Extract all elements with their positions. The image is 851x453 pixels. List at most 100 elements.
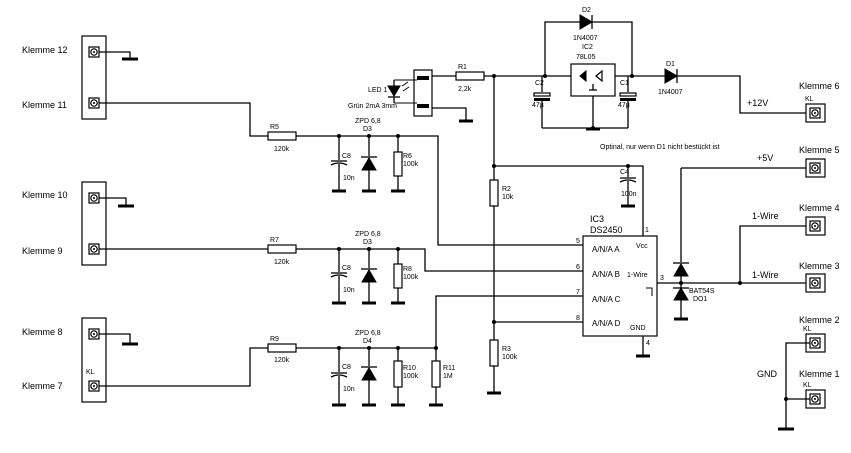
label-ic2-name: 78L05 — [576, 54, 596, 61]
net-label-5v: +5V — [757, 153, 773, 163]
resistor-r11 — [431, 360, 441, 388]
screw-terminal-11 — [88, 97, 100, 109]
label-c4-value: 100n — [621, 191, 637, 198]
ic3-pin-1: 1 — [645, 227, 649, 234]
ic3-pin-6: 6 — [576, 264, 580, 271]
label-klemme-2: Klemme 2 — [799, 315, 840, 325]
right-terminals — [778, 103, 826, 431]
label-c8-3: C8 — [342, 364, 351, 371]
ic3-pin-8: 8 — [576, 315, 580, 322]
ic3-pin-c: A/N/A C — [592, 295, 621, 304]
ic3-pin-7: 7 — [576, 289, 580, 296]
diode-d2 — [579, 14, 593, 30]
label-r3: R3 — [502, 346, 511, 353]
input-channel-c — [267, 295, 583, 407]
screw-terminal-5 — [809, 162, 821, 174]
ic3-pin-5: 5 — [576, 238, 580, 245]
label-r8-value: 100k — [403, 274, 419, 281]
led-indicator — [387, 69, 473, 123]
resistor-r9 — [267, 343, 297, 353]
label-d1: D1 — [666, 61, 675, 68]
screw-terminal-2 — [809, 337, 821, 349]
label-zpd-1: ZPD 6,8 — [355, 118, 381, 125]
label-kl-7: KL — [86, 369, 95, 376]
resistor-r1 — [455, 71, 485, 81]
label-d4-zener: D4 — [363, 338, 372, 345]
resistor-r2 — [489, 179, 499, 207]
label-r9: R9 — [270, 336, 279, 343]
label-klemme-3: Klemme 3 — [799, 261, 840, 271]
label-c4: C4 — [620, 169, 629, 176]
led-1 — [387, 85, 401, 97]
ic3-pin-vcc: Vcc — [636, 243, 648, 250]
label-r7: R7 — [270, 237, 279, 244]
terminal-block-9-10 — [81, 181, 268, 266]
schottky-upper — [673, 263, 689, 277]
diode-d1 — [664, 68, 678, 84]
label-zpd-2: ZPD 6,8 — [355, 231, 381, 238]
ic3-pin-d: A/N/A D — [592, 319, 621, 328]
label-klemme-12: Klemme 12 — [22, 45, 68, 55]
label-r11: R11 — [443, 365, 455, 372]
label-r10: R10 — [403, 365, 416, 372]
screw-terminal-10 — [88, 192, 100, 204]
label-r10-value: 100k — [403, 373, 419, 380]
label-c1-value: 47µ — [618, 102, 630, 109]
label-zpd-3: ZPD 6,8 — [355, 330, 381, 337]
label-klemme-8: Klemme 8 — [22, 327, 63, 337]
zener-diode-d3 — [361, 269, 377, 283]
input-channel-b — [267, 244, 583, 305]
screw-terminal-9 — [88, 243, 100, 255]
terminal-block-7-8 — [81, 317, 268, 403]
ic3-pin-1wire: 1-Wire — [627, 272, 648, 279]
label-d2-value: 1N4007 — [573, 35, 598, 42]
regulator-in-arrow — [579, 69, 587, 83]
label-r8: R8 — [403, 266, 412, 273]
label-r6-value: 100k — [403, 161, 419, 168]
resistor-r10 — [393, 360, 403, 388]
ic3-pin-gnd: GND — [630, 325, 646, 332]
zener-diode-d4 — [361, 367, 377, 381]
power-supply — [455, 14, 812, 131]
label-led-value: Grün 2mA 3mm — [348, 103, 397, 110]
screw-terminal-1 — [809, 393, 821, 405]
optional-note: Optinal, nur wenn D1 nicht bestückt ist — [600, 144, 720, 151]
label-kl-1: KL — [803, 382, 812, 389]
screw-terminal-7 — [88, 380, 100, 392]
label-do1-value: DO1 — [693, 296, 708, 303]
label-c8-2: C8 — [342, 265, 351, 272]
label-r2-value: 10k — [502, 194, 514, 201]
label-r2: R2 — [502, 186, 511, 193]
net-label-1wire: 1-Wire — [752, 270, 779, 280]
label-r7-value: 120k — [274, 259, 290, 266]
label-c8-1: C8 — [342, 153, 351, 160]
ic3-pin-b: A/N/A B — [592, 270, 620, 279]
label-d2-zener: D3 — [363, 126, 372, 133]
label-r1-value: 2,2k — [458, 86, 472, 93]
screw-terminal-6 — [809, 107, 821, 119]
capacitor-c2 — [533, 92, 551, 97]
ic3-pin-3: 3 — [660, 275, 664, 282]
label-kl-2: KL — [803, 326, 812, 333]
ic3-body — [582, 235, 658, 337]
label-kl-6: KL — [805, 96, 814, 103]
label-r5-value: 120k — [274, 146, 290, 153]
label-klemme-4: Klemme 4 — [799, 203, 840, 213]
label-d3-zener: D3 — [363, 239, 372, 246]
label-klemme-11: Klemme 11 — [22, 100, 67, 110]
screw-terminal-8 — [88, 328, 100, 340]
net-label-12v: +12V — [747, 98, 768, 108]
label-d1-value: 1N4007 — [658, 89, 683, 96]
regulator-out-arrow — [595, 69, 603, 83]
label-ic2: IC2 — [582, 44, 593, 51]
diode-array-do1 — [673, 167, 812, 321]
net-label-gnd: GND — [757, 369, 778, 379]
label-c8-2-value: 10n — [343, 287, 355, 294]
label-r1: R1 — [458, 64, 467, 71]
label-klemme-5: Klemme 5 — [799, 145, 840, 155]
label-d2: D2 — [582, 7, 591, 14]
resistor-r3 — [489, 339, 499, 367]
label-klemme-1: Klemme 1 — [799, 369, 840, 379]
